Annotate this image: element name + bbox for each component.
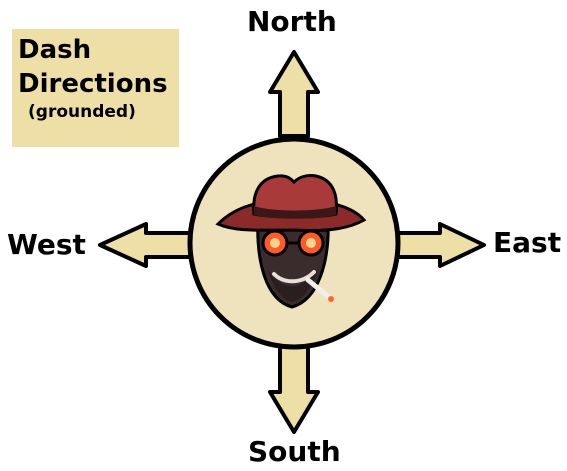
south-label: South [248, 435, 341, 468]
north-label: North [247, 5, 337, 38]
north-arrow-icon [268, 50, 320, 138]
title-subtitle: (grounded) [28, 102, 136, 122]
east-label: East [493, 226, 562, 259]
west-label: West [7, 228, 86, 261]
west-arrow-icon [98, 222, 194, 268]
east-arrow-icon [394, 222, 486, 268]
title-line-1: Dash [18, 35, 92, 65]
spy-character-icon [215, 174, 367, 309]
title-panel: Dash Directions (grounded) [12, 29, 179, 147]
south-arrow-icon [268, 344, 320, 434]
title-line-2: Directions [18, 69, 168, 99]
